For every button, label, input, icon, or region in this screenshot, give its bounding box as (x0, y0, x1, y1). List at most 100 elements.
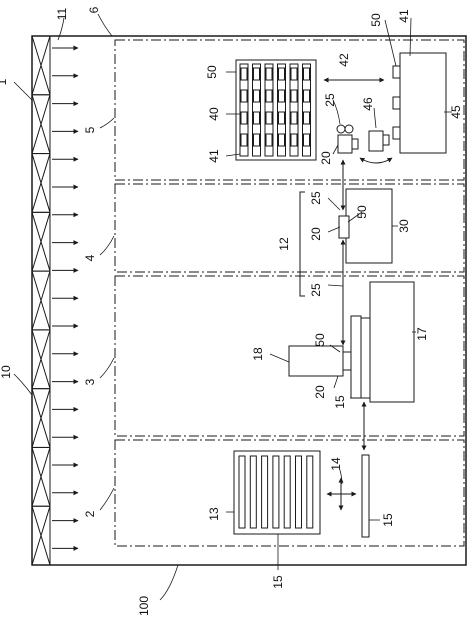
transport-cart-upper (336, 124, 390, 154)
stored-carrier (278, 133, 285, 147)
label-46: 46 (361, 97, 375, 111)
carrier-on-unit-30 (338, 215, 350, 239)
process-chamber-17 (360, 281, 415, 403)
label-41-stocker: 41 (397, 9, 411, 23)
rotation-arrow-46 (359, 157, 393, 164)
rack-column (252, 63, 261, 157)
fan-filter-unit (31, 94, 51, 155)
fan-filter-unit (31, 388, 51, 448)
stored-carrier (303, 67, 310, 81)
stored-carrier (290, 111, 298, 125)
stored-carrier (253, 67, 260, 81)
zone-2-boundary (114, 439, 465, 547)
rack-slot (249, 455, 257, 529)
rack-slot (261, 455, 269, 529)
stored-carrier (265, 67, 273, 81)
label-12: 12 (277, 237, 291, 251)
label-20-upper: 20 (319, 151, 333, 165)
label-3: 3 (83, 378, 97, 385)
stored-carrier (278, 89, 285, 103)
fan-filter-unit (31, 211, 51, 272)
stored-carrier (253, 89, 260, 103)
fan-filter-unit (31, 446, 51, 507)
stored-carrier (253, 111, 260, 125)
airflow-arrows (52, 45, 79, 551)
label-20-middle: 20 (309, 227, 323, 241)
label-5: 5 (83, 126, 97, 133)
label-25-upper: 25 (323, 93, 337, 107)
label-10: 10 (0, 365, 13, 379)
rack-column (302, 63, 311, 157)
label-2: 2 (83, 510, 97, 517)
stocker-45 (392, 52, 447, 154)
label-14: 14 (329, 457, 343, 471)
fan-filter-unit (31, 270, 51, 331)
fan-filter-unit (31, 329, 51, 390)
stored-carrier (240, 67, 248, 81)
cart-robot-18 (288, 345, 352, 377)
transfer-plate-15 (361, 454, 370, 538)
label-13: 13 (207, 507, 221, 521)
rack-column (264, 63, 274, 157)
label-11: 11 (55, 7, 69, 20)
label-30: 30 (397, 219, 411, 233)
label-17: 17 (415, 327, 429, 341)
label-15-gate: 15 (333, 395, 347, 409)
rack-column (239, 63, 249, 157)
label-50-cart: 50 (313, 333, 327, 347)
load-gate-15 (350, 315, 362, 399)
stored-carrier (253, 133, 260, 147)
label-15-plate: 15 (381, 513, 395, 527)
label-45: 45 (449, 105, 463, 119)
rack-slot (306, 455, 314, 529)
rack-column (289, 63, 299, 157)
stocker-port-lower (392, 126, 401, 140)
label-50-rack: 50 (205, 65, 219, 79)
stored-carrier (290, 67, 298, 81)
stored-carrier (290, 133, 298, 147)
stored-carrier (265, 133, 273, 147)
fan-filter-unit (31, 505, 51, 566)
label-41-rack: 41 (207, 149, 221, 163)
fan-filter-column (31, 35, 51, 566)
rack-slot (283, 455, 291, 529)
stored-carrier (278, 111, 285, 125)
zone-3-boundary (114, 275, 465, 437)
fan-filter-unit (31, 35, 51, 96)
stored-carrier (303, 89, 310, 103)
stored-carrier (303, 111, 310, 125)
label-1: 1 (0, 78, 9, 85)
label-4: 4 (83, 254, 97, 261)
label-25-lower: 25 (309, 283, 323, 297)
rack-slot (295, 455, 302, 529)
stored-carrier (303, 133, 310, 147)
label-25-middle: 25 (309, 191, 323, 205)
stocker-port-middle (392, 96, 401, 110)
label-100: 100 (137, 596, 151, 615)
stored-carrier (265, 111, 273, 125)
wafer-rack-13 (233, 450, 321, 535)
label-50-stocker: 50 (369, 13, 383, 27)
label-50-middle: 50 (355, 205, 369, 219)
group-bracket-12 (299, 191, 305, 297)
stored-carrier (265, 89, 273, 103)
zone-4-boundary (114, 183, 465, 273)
label-15-rack: 15 (271, 575, 285, 589)
process-unit-30 (338, 188, 393, 264)
rack-slot (272, 455, 280, 529)
stored-carrier (240, 133, 248, 147)
zone-5-boundary (114, 39, 465, 181)
label-42: 42 (337, 53, 351, 67)
stored-carrier (240, 89, 248, 103)
rack-column (277, 63, 286, 157)
label-20-cart: 20 (313, 385, 327, 399)
label-18: 18 (251, 347, 265, 361)
reference-numerals: 1 10 11 6 5 4 3 2 100 50 40 41 42 50 41 … (0, 6, 463, 616)
stocker-port-upper (392, 65, 401, 79)
fan-filter-unit (31, 153, 51, 213)
leader-lines (13, 13, 452, 601)
stored-carrier (240, 111, 248, 125)
stored-carrier (290, 89, 298, 103)
